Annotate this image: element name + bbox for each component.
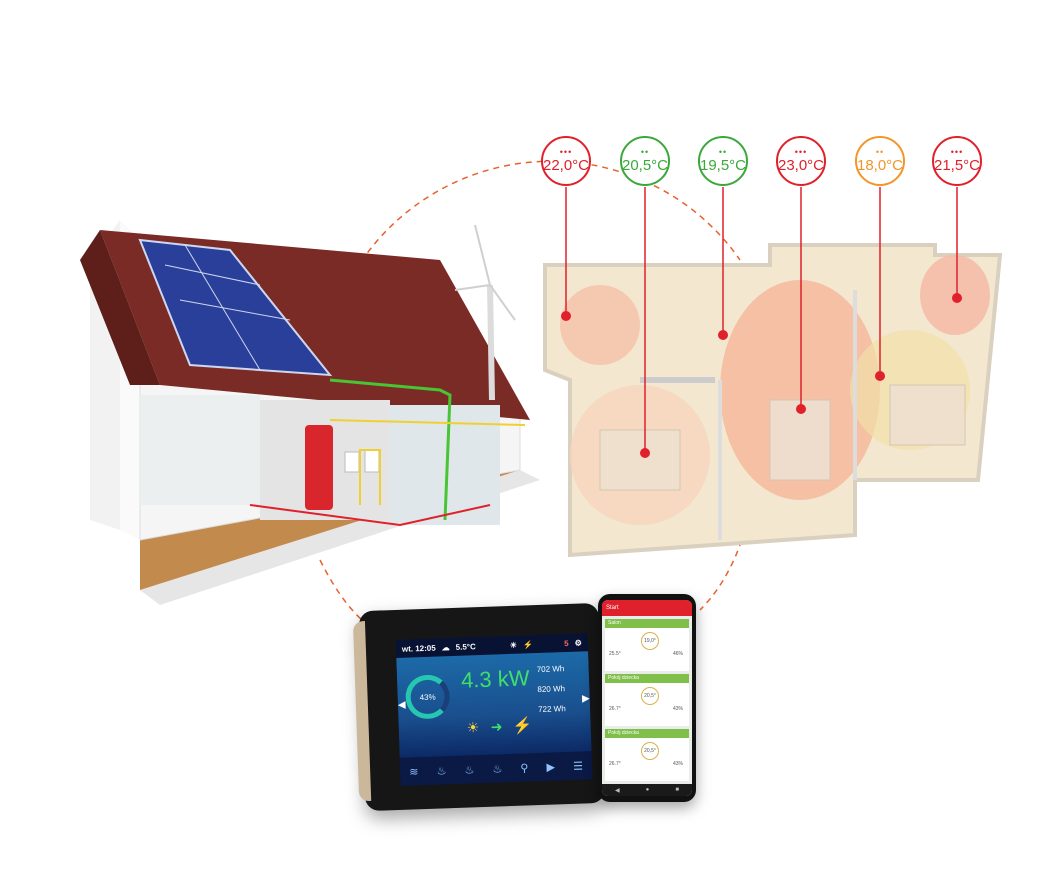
temp-badge-3: •• 19,5°C (698, 136, 748, 186)
room-humidity: 46% (672, 651, 683, 657)
room-temp: 25.5° (609, 651, 621, 657)
sun-icon: ☀ (466, 719, 480, 736)
pointer-lines (565, 187, 958, 453)
room-humidity: 43% (672, 706, 683, 712)
status-dots: •• (875, 147, 885, 157)
status-dots: ••• (950, 147, 964, 157)
sun-icon: ☀ (509, 640, 518, 650)
status-dots: •• (718, 147, 728, 157)
menu-icon[interactable]: ☰ (572, 760, 584, 773)
temperature-value: 19,5°C (699, 157, 747, 174)
phone-header: Start (602, 600, 692, 616)
temp-badge-4: ••• 23,0°C (776, 136, 826, 186)
cloud-icon: ☁ (441, 642, 450, 652)
heat-pump-tank (305, 425, 333, 510)
floor-plan (543, 243, 1003, 558)
phone-nav-bar: ◀ ● ■ (602, 784, 692, 796)
back-icon[interactable]: ◀ (615, 787, 620, 794)
pump-icon[interactable]: ▶ (546, 760, 556, 774)
power-value: 4.3 kW (460, 665, 530, 693)
reading-1: 702 Wh (536, 664, 565, 675)
arrow-right-icon: ➜ (490, 718, 503, 735)
connection-arc-lower (319, 559, 363, 621)
status-dots: ••• (559, 147, 573, 157)
status-dots: •• (640, 147, 650, 157)
temperature-value: 21,5°C (933, 157, 981, 174)
house (80, 220, 540, 605)
power-pylon-icon: ⚡ (512, 717, 533, 735)
chevron-right-icon[interactable]: ▶ (581, 693, 590, 705)
wind-turbine (487, 284, 495, 401)
weather-temp: 5.5°C (455, 641, 476, 652)
room-dots (561, 293, 962, 458)
temperature-value: 22,0°C (542, 157, 590, 174)
room-name: Pokój dziecka (605, 729, 689, 738)
temp-badge-1: ••• 22,0°C (541, 136, 591, 186)
heating-icon[interactable]: ♨ (436, 764, 447, 778)
temperature-value: 23,0°C (777, 157, 825, 174)
smartphone: Start Salon 19,0° 25.5° 46% Pokój dzieck… (598, 594, 696, 802)
connection-arc-right (699, 529, 746, 611)
room-card[interactable]: Pokój dziecka 20,5° 26.7° 43% (605, 674, 689, 726)
percent-value: 43% (419, 692, 436, 702)
setpoint: 20,5° (641, 687, 659, 705)
recent-apps-icon[interactable]: ■ (675, 787, 679, 793)
tap-icon[interactable]: ⚲ (520, 761, 529, 775)
heating-icon[interactable]: ≋ (409, 765, 419, 779)
reading-3: 722 Wh (537, 704, 566, 715)
lightning-icon: ⚡ (522, 639, 534, 650)
tablet-controller: wt. 12:05 ☁ 5.5°C ☀ ⚡ 5 ⚙ 43% 4.3 kW ☀ ➜… (352, 602, 606, 812)
room-card[interactable]: Salon 19,0° 25.5° 46% (605, 619, 689, 671)
setpoint: 19,0° (641, 632, 659, 650)
heating-icon[interactable]: ♨ (492, 762, 503, 776)
reading-2: 820 Wh (537, 684, 566, 695)
heating-icon[interactable]: ♨ (464, 763, 475, 777)
count-badge: 5 (564, 638, 569, 648)
connection-arc (339, 160, 741, 301)
room-name: Salon (605, 619, 689, 628)
temp-badge-6: ••• 21,5°C (932, 136, 982, 186)
room-name: Pokój dziecka (605, 674, 689, 683)
temp-badge-2: •• 20,5°C (620, 136, 670, 186)
settings-icon[interactable]: ⚙ (574, 637, 582, 648)
progress-ring: 43% (404, 674, 451, 720)
phone-screen[interactable]: Start Salon 19,0° 25.5° 46% Pokój dzieck… (602, 600, 692, 796)
room-temp: 26.7° (609, 761, 621, 767)
solar-panel (138, 238, 333, 377)
room-humidity: 43% (672, 761, 683, 767)
temp-badge-5: •• 18,0°C (855, 136, 905, 186)
tablet-nav-bar: ≋ ♨ ♨ ♨ ⚲ ▶ ☰ (399, 751, 593, 786)
temperature-value: 20,5°C (621, 157, 669, 174)
temperature-value: 18,0°C (856, 157, 904, 174)
status-dots: ••• (794, 147, 808, 157)
tablet-screen[interactable]: wt. 12:05 ☁ 5.5°C ☀ ⚡ 5 ⚙ 43% 4.3 kW ☀ ➜… (395, 633, 593, 786)
date-time: wt. 12:05 (401, 643, 436, 654)
room-temp: 26.7° (609, 706, 621, 712)
setpoint: 20,5° (641, 742, 659, 760)
home-icon[interactable]: ● (645, 787, 650, 793)
chevron-left-icon[interactable]: ◀ (397, 699, 406, 711)
phone-title: Start (606, 605, 619, 611)
room-card[interactable]: Pokój dziecka 20,5° 26.7° 43% (605, 729, 689, 781)
tablet-main-panel: 43% 4.3 kW ☀ ➜ ⚡ 702 Wh 820 Wh 722 Wh ◀ … (396, 651, 592, 758)
